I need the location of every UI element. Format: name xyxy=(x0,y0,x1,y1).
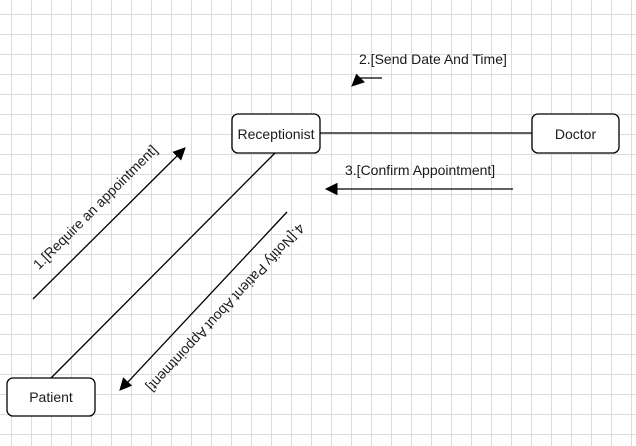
message-3-arrow xyxy=(324,182,513,196)
node-receptionist[interactable]: Receptionist xyxy=(231,113,321,154)
node-patient[interactable]: Patient xyxy=(6,377,96,417)
link-receptionist-patient xyxy=(50,152,276,379)
message-3-label: 3.[Confirm Appointment] xyxy=(345,162,495,178)
message-1-label: 1.[Require an appointment] xyxy=(30,142,161,273)
node-receptionist-label: Receptionist xyxy=(237,126,314,142)
message-4-label: 4.[Notify Patient About Appointment] xyxy=(144,221,309,396)
node-patient-label: Patient xyxy=(29,389,73,405)
node-doctor[interactable]: Doctor xyxy=(531,113,620,154)
message-1-arrow xyxy=(32,147,186,300)
message-2-arrow xyxy=(351,73,382,87)
message-4-arrow xyxy=(119,211,288,391)
message-2-label: 2.[Send Date And Time] xyxy=(359,51,507,67)
node-doctor-label: Doctor xyxy=(555,126,597,142)
